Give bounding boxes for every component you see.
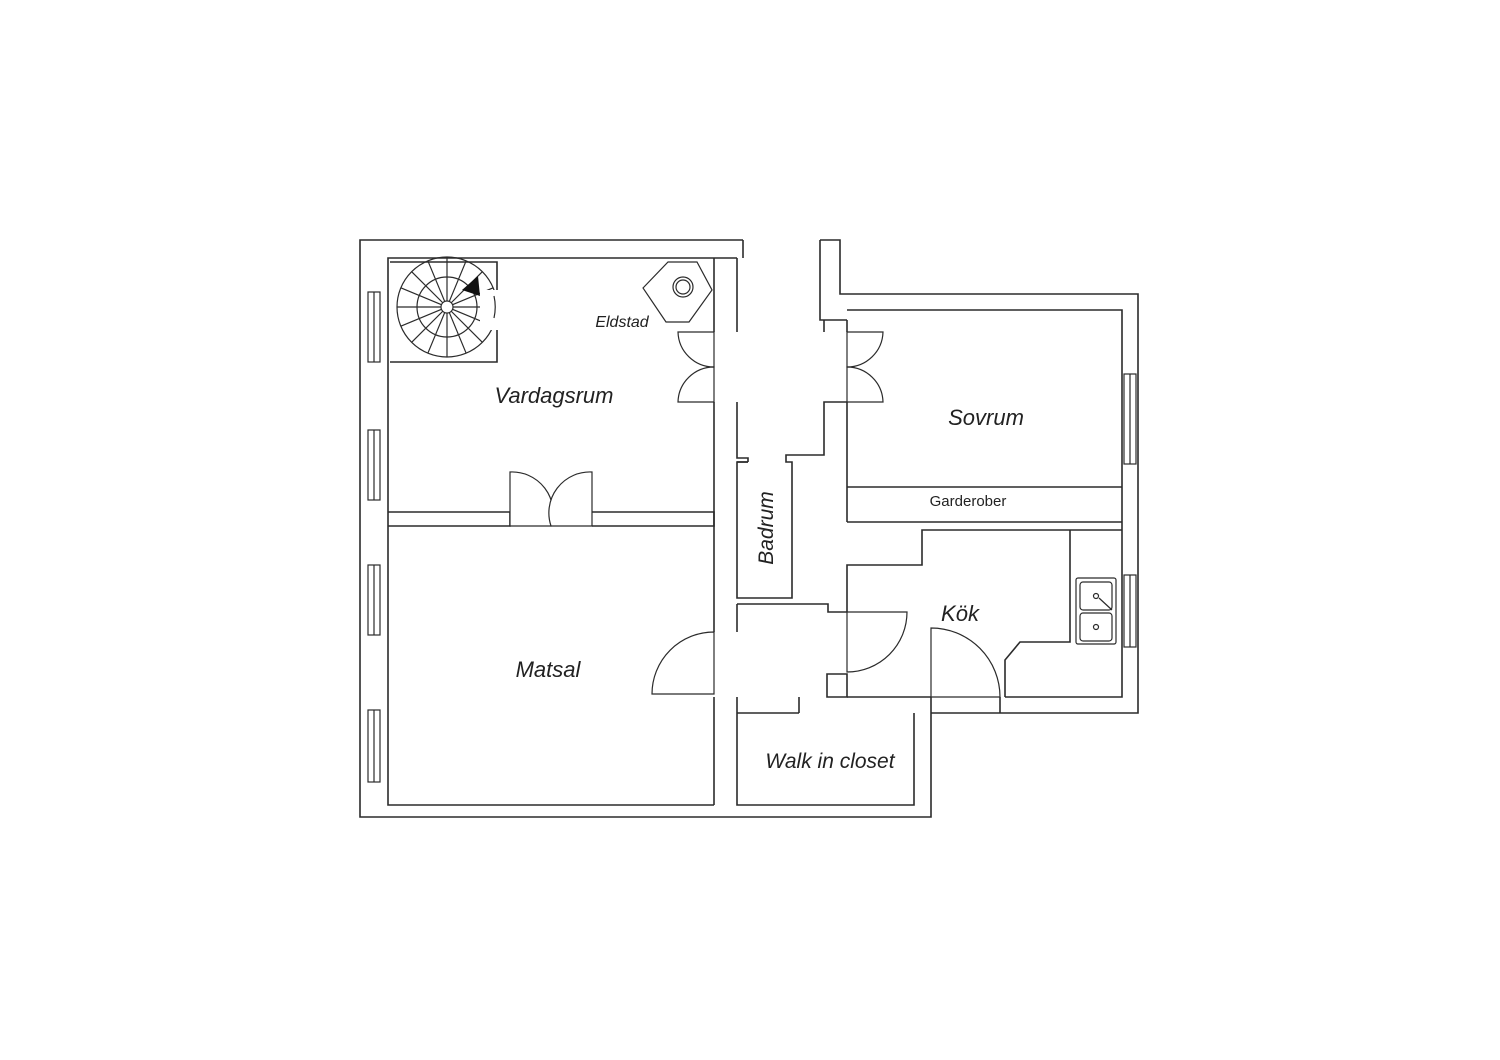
door-matsal (651, 631, 715, 695)
outer-walls (359, 239, 1139, 818)
fixture-label-garderober: Garderober (930, 493, 1007, 510)
stair-step (400, 308, 442, 327)
window-left-1 (367, 291, 381, 363)
door-vardagsrum-corridor-bottom (677, 366, 715, 403)
room-label-badrum: Badrum (755, 491, 778, 565)
stair-direction-arrow-icon (462, 276, 480, 296)
room-label-vardagsrum: Vardagsrum (494, 383, 613, 408)
stair-step (411, 310, 444, 343)
kitchen-sink (1075, 577, 1117, 645)
door-vardagsrum-matsal-right (548, 471, 593, 527)
window-left-3 (367, 564, 381, 636)
interior-walls (388, 258, 1122, 806)
room-label-walk-in-closet: Walk in closet (765, 750, 895, 773)
stair-step (411, 271, 444, 304)
stair-step (448, 312, 467, 354)
window-left-4 (367, 709, 381, 783)
stair-step (427, 312, 446, 354)
window-left-2 (367, 429, 381, 501)
room-label-sovrum: Sovrum (948, 405, 1024, 430)
stair-step (448, 260, 467, 302)
door-vardagsrum-corridor-top (677, 331, 715, 368)
window-right-2 (1123, 574, 1137, 648)
door-sovrum-top (846, 331, 884, 368)
fixture-label-eldstad: Eldstad (595, 314, 649, 331)
stair-step (427, 260, 446, 302)
fireplace (642, 261, 713, 323)
windows (367, 291, 1137, 783)
stair-step (400, 287, 442, 306)
spiral-staircase (390, 256, 500, 363)
doors (509, 331, 1001, 698)
room-label-kok: Kök (941, 601, 980, 626)
door-sovrum-bottom (846, 366, 884, 403)
room-label-matsal: Matsal (516, 657, 582, 682)
door-kok-bottom (930, 627, 1001, 698)
door-kok-corridor (846, 611, 908, 673)
window-right-1 (1123, 373, 1137, 465)
stair-step (450, 310, 483, 343)
door-vardagsrum-matsal-left (509, 471, 554, 527)
